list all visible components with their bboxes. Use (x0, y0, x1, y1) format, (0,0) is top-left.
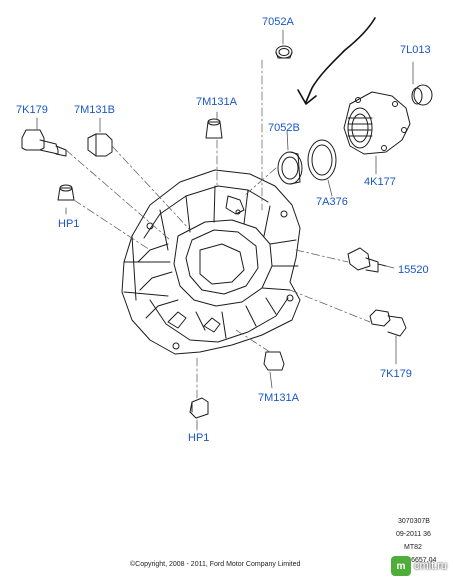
transmission-housing (121, 169, 301, 355)
part-reference-code: G.0156657.04 (392, 557, 437, 564)
watermark-logo-icon: m (391, 556, 411, 576)
part-4K177-housing (343, 91, 411, 155)
label-HP1-bottom: HP1 (188, 432, 210, 444)
part-7M131B-plug (87, 133, 113, 157)
part-7M131A-top-plug (205, 118, 223, 139)
part-7K179-bottom-bolt (369, 309, 407, 337)
label-15520: 15520 (398, 264, 429, 276)
part-15520-sensor (347, 247, 387, 273)
part-7052B-seal (277, 151, 303, 185)
watermark-text: cmlt.ru (414, 560, 447, 572)
part-7K179-top-bolt (21, 129, 67, 157)
label-7L013: 7L013 (400, 44, 431, 56)
label-7M131B: 7M131B (74, 104, 115, 116)
part-7A376-ring (307, 139, 337, 181)
leader-lines (36, 29, 414, 431)
watermark: m cmlt.ru (391, 556, 447, 576)
label-7052A: 7052A (262, 16, 294, 28)
label-7K179-top: 7K179 (16, 104, 48, 116)
part-HP1-top (57, 184, 75, 201)
part-7M131A-bottom-plug (263, 351, 285, 371)
label-7M131A-top: 7M131A (196, 96, 237, 108)
part-HP1-bottom (189, 397, 209, 419)
label-7052B: 7052B (268, 122, 300, 134)
label-7A376: 7A376 (316, 196, 348, 208)
label-4K177: 4K177 (364, 176, 396, 188)
drawing-code: 3070307B (398, 518, 430, 525)
alignment-lines (65, 59, 371, 399)
transmission-code: MT82 (404, 544, 422, 551)
part-7052A-seal (275, 45, 293, 59)
drawing-date: 09-2011 36 (396, 531, 431, 538)
hand-drawn-arrow-icon (297, 17, 376, 105)
part-7L013-cap (411, 84, 433, 106)
label-HP1-top: HP1 (58, 218, 80, 230)
label-7M131A-bottom: 7M131A (258, 392, 299, 404)
copyright-text: ©Copyright, 2008 - 2011, Ford Motor Comp… (130, 561, 301, 568)
label-7K179-bottom: 7K179 (380, 368, 412, 380)
